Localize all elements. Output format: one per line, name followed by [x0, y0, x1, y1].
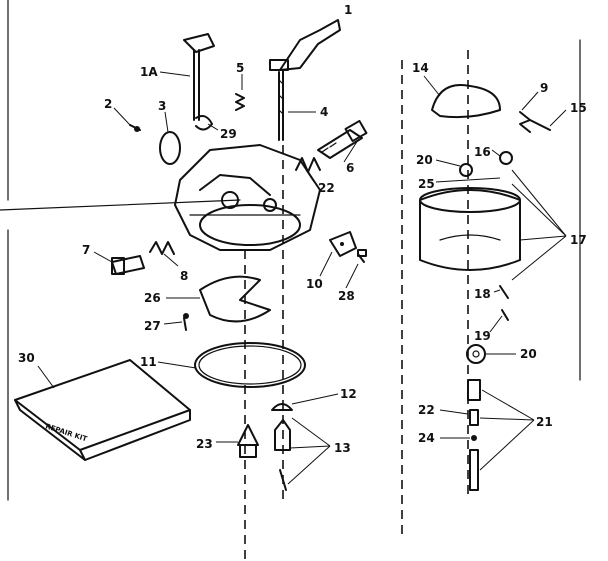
part-bracket	[329, 231, 357, 257]
callout-13: 13	[334, 441, 351, 455]
callout-21: 21	[536, 415, 553, 429]
part-mixture-screw	[111, 255, 145, 275]
callout-26: 26	[144, 291, 161, 305]
callout-1a: 1A	[140, 65, 158, 79]
callout-labels: 1 1A 2 3 4 5 6 7 8 9 10 11 12 13 14 15 1…	[18, 3, 587, 455]
leader-lines	[37, 71, 567, 485]
part-fuel-bowl	[419, 187, 521, 271]
callout-17: 17	[570, 233, 587, 247]
scan-frame	[0, 0, 581, 501]
callout-3: 3	[158, 99, 166, 113]
callout-19: 19	[474, 329, 491, 343]
callout-15: 15	[570, 101, 587, 115]
part-choke-screw	[129, 124, 141, 132]
part-needle-seat	[274, 419, 291, 491]
part-float	[199, 275, 271, 323]
callout-9: 9	[540, 81, 548, 95]
part-small-spring	[235, 93, 245, 111]
part-bracket-screw	[357, 249, 367, 263]
callout-4: 4	[320, 105, 328, 119]
callout-27: 27	[144, 319, 161, 333]
callout-12: 12	[340, 387, 357, 401]
part-drain-valve	[467, 379, 481, 491]
callout-18: 18	[474, 287, 491, 301]
part-choke-shaft	[183, 33, 215, 121]
part-choke-plate	[159, 131, 181, 165]
part-bowl-washer	[466, 344, 486, 364]
part-seal	[271, 403, 293, 411]
part-bowl-spring	[519, 111, 551, 133]
callout-24: 24	[418, 431, 435, 445]
callout-1: 1	[344, 3, 352, 17]
part-carburetor-body	[174, 144, 321, 251]
part-throttle-shaft	[278, 69, 284, 141]
part-adjust-screw	[317, 119, 368, 159]
part-bowl-screw	[499, 285, 509, 321]
callout-29: 29	[220, 127, 237, 141]
callout-2: 2	[104, 97, 112, 111]
callout-20-top: 20	[416, 153, 433, 167]
callout-11: 11	[140, 355, 157, 369]
callout-7: 7	[82, 243, 90, 257]
part-throttle-lever	[269, 19, 341, 71]
part-inlet-needle	[237, 424, 259, 458]
callout-20-bottom: 20	[520, 347, 537, 361]
callout-16: 16	[474, 145, 491, 159]
part-float-bowl-top	[431, 84, 501, 119]
callout-14: 14	[412, 61, 429, 75]
part-bowl-gasket	[194, 342, 306, 388]
part-float-pin	[183, 313, 189, 331]
callout-23: 23	[196, 437, 213, 451]
callout-28: 28	[338, 289, 355, 303]
callout-22-right: 22	[418, 403, 435, 417]
part-choke-spring	[195, 115, 213, 131]
callout-25: 25	[418, 177, 435, 191]
callout-5: 5	[236, 61, 244, 75]
part-mixture-spring	[149, 241, 175, 255]
part-repair-kit: REPAIR KIT	[14, 359, 191, 461]
callout-8: 8	[180, 269, 188, 283]
callout-6: 6	[346, 161, 354, 175]
part-bowl-spacer	[459, 151, 513, 177]
callout-10: 10	[306, 277, 323, 291]
callout-22-left: 22	[318, 181, 335, 195]
callout-30: 30	[18, 351, 35, 365]
